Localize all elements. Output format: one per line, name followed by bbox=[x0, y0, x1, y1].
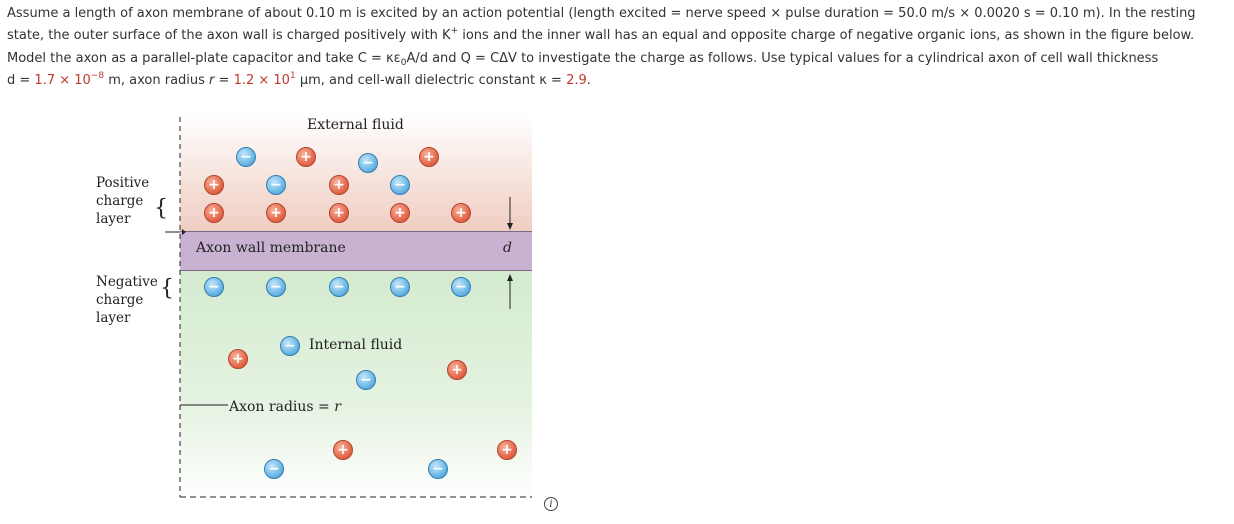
problem-text-2a: state, the outer surface of the axon wal… bbox=[7, 28, 451, 44]
positive-charge-layer-label: Positive charge layer bbox=[96, 175, 150, 227]
problem-line-1: Assume a length of axon membrane of abou… bbox=[7, 3, 1229, 25]
negative-ion: − bbox=[236, 147, 256, 167]
epsilon-subscript: 0 bbox=[400, 57, 407, 68]
problem-text-2b: ions and the inner wall has an equal and… bbox=[458, 28, 1195, 44]
negative-ion: − bbox=[358, 153, 378, 173]
figure-lines bbox=[165, 117, 532, 498]
positive-ion: + bbox=[228, 349, 248, 369]
positive-ion: + bbox=[419, 147, 439, 167]
positive-ion: + bbox=[329, 175, 349, 195]
negative-layer-ion: − bbox=[329, 277, 349, 297]
external-fluid-region bbox=[180, 115, 532, 231]
negative-layer-brace: { bbox=[160, 276, 174, 301]
negative-ion: − bbox=[390, 175, 410, 195]
internal-fluid-region bbox=[180, 271, 532, 501]
problem-line-4: d = 1.7 × 10−8 m, axon radius r = 1.2 × … bbox=[7, 70, 1229, 92]
problem-text-3a: Model the axon as a parallel-plate capac… bbox=[7, 50, 401, 66]
negative-ion: − bbox=[266, 175, 286, 195]
negative-ion: − bbox=[428, 459, 448, 479]
positive-ion: + bbox=[204, 175, 224, 195]
problem-statement: Assume a length of axon membrane of abou… bbox=[7, 3, 1229, 92]
line-end: . bbox=[586, 72, 591, 88]
positive-ion: + bbox=[333, 440, 353, 460]
positive-layer-ion: + bbox=[204, 203, 224, 223]
problem-line-2: state, the outer surface of the axon wal… bbox=[7, 25, 1229, 47]
negative-layer-ion: − bbox=[266, 277, 286, 297]
problem-line-3: Model the axon as a parallel-plate capac… bbox=[7, 48, 1229, 70]
internal-fluid-label: Internal fluid bbox=[309, 337, 403, 353]
r-label: r bbox=[209, 72, 215, 88]
negative-ion: − bbox=[280, 336, 300, 356]
axon-figure: External fluid Axon wall membrane Intern… bbox=[0, 105, 1234, 524]
negative-ion: − bbox=[264, 459, 284, 479]
positive-layer-brace: { bbox=[154, 196, 168, 221]
axon-radius-label: Axon radius = r bbox=[229, 399, 341, 415]
d-value: 1.7 × 10−8 bbox=[34, 70, 105, 88]
negative-layer-ion: − bbox=[451, 277, 471, 297]
potassium-charge: + bbox=[450, 26, 459, 37]
d-unit: m, axon radius bbox=[104, 72, 210, 88]
d-label: d = bbox=[7, 72, 35, 88]
axon-wall-membrane bbox=[180, 231, 532, 271]
positive-ion: + bbox=[497, 440, 517, 460]
positive-layer-ion: + bbox=[390, 203, 410, 223]
problem-text-3b: A/d and Q = CΔV to investigate the charg… bbox=[406, 50, 1159, 66]
r-unit: µm, and cell-wall dielectric constant bbox=[295, 72, 540, 88]
positive-ion: + bbox=[296, 147, 316, 167]
negative-charge-layer-label: Negative charge layer bbox=[96, 274, 158, 326]
negative-layer-ion: − bbox=[204, 277, 224, 297]
external-fluid-label: External fluid bbox=[307, 117, 404, 133]
positive-ion: + bbox=[447, 360, 467, 380]
positive-layer-ion: + bbox=[329, 203, 349, 223]
kappa-label: κ = bbox=[539, 72, 567, 88]
r-value: 1.2 × 101 bbox=[233, 70, 296, 88]
problem-text-1: Assume a length of axon membrane of abou… bbox=[7, 6, 1196, 21]
axon-wall-label: Axon wall membrane bbox=[196, 240, 346, 256]
negative-ion: − bbox=[356, 370, 376, 390]
info-icon[interactable]: i bbox=[544, 497, 558, 511]
negative-layer-ion: − bbox=[390, 277, 410, 297]
r-equals: = bbox=[214, 72, 234, 88]
positive-layer-ion: + bbox=[451, 203, 471, 223]
thickness-d-label: d bbox=[503, 240, 512, 256]
kappa-value: 2.9 bbox=[566, 72, 587, 88]
positive-layer-ion: + bbox=[266, 203, 286, 223]
